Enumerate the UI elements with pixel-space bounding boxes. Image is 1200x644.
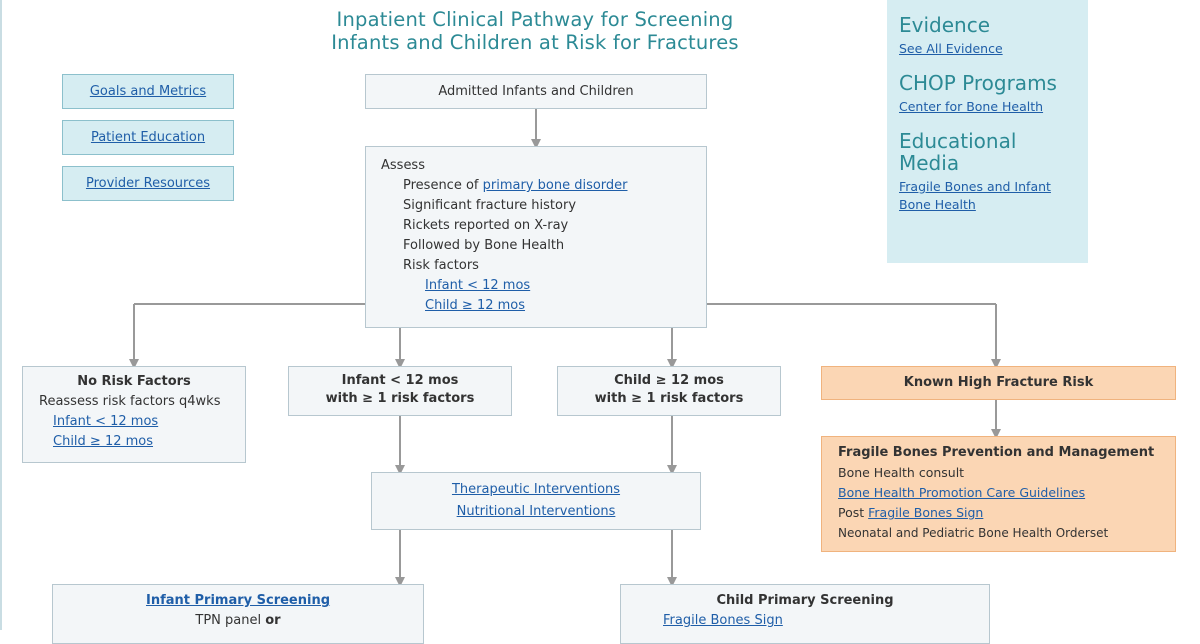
post-sign-line: Post Fragile Bones Sign — [838, 505, 984, 520]
child-risk-node: Child ≥ 12 mos with ≥ 1 risk factors — [557, 366, 781, 416]
assess-item: Rickets reported on X-ray — [403, 218, 569, 233]
child-primary-screening-node: Child Primary Screening Fragile Bones Si… — [620, 584, 990, 644]
therapeutic-interventions-link[interactable]: Therapeutic Interventions — [451, 482, 621, 497]
no-risk-node: No Risk Factors Reassess risk factors q4… — [22, 366, 246, 463]
no-risk-infant-link[interactable]: Infant < 12 mos — [53, 414, 159, 429]
assess-node: Assess Presence of primary bone disorder… — [365, 146, 707, 328]
evidence-heading: Evidence — [899, 13, 991, 37]
chop-programs-heading: CHOP Programs — [899, 71, 1057, 95]
admitted-label: Admitted Infants and Children — [438, 83, 634, 99]
child-fragile-bones-sign-link[interactable]: Fragile Bones Sign — [663, 613, 783, 628]
left-border — [0, 0, 2, 630]
assess-heading: Assess — [381, 158, 425, 173]
center-bone-health-link[interactable]: Center for Bone Health — [899, 99, 1044, 114]
infant-risk-line-1: Infant < 12 mos — [341, 373, 459, 388]
primary-bone-disorder-link[interactable]: primary bone disorder — [482, 178, 628, 193]
nutritional-interventions-link[interactable]: Nutritional Interventions — [456, 504, 616, 519]
provider-resources-link[interactable]: Provider Resources — [85, 176, 211, 191]
tpn-panel-line: TPN panel or — [195, 613, 281, 628]
media-heading-line-2: Media — [899, 151, 960, 175]
title-line-1: Inpatient Clinical Pathway for Screening — [336, 8, 734, 31]
see-all-evidence-link[interactable]: See All Evidence — [899, 41, 1003, 56]
infant-risk-line-2: with ≥ 1 risk factors — [325, 391, 475, 406]
patient-education-link[interactable]: Patient Education — [90, 130, 206, 145]
known-high-risk-node: Known High Fracture Risk — [821, 366, 1176, 400]
assess-item-presence: Presence of primary bone disorder — [403, 178, 628, 193]
care-guidelines-link[interactable]: Bone Health Promotion Care Guidelines — [838, 485, 1086, 500]
bone-health-consult: Bone Health consult — [838, 465, 965, 480]
educational-media-heading: Educational Media — [899, 130, 1076, 174]
fragile-bones-node: Fragile Bones Prevention and Management … — [821, 436, 1176, 552]
goals-metrics-button[interactable]: Goals and Metrics — [62, 74, 234, 109]
orderset-text: Neonatal and Pediatric Bone Health Order… — [838, 526, 1109, 540]
assess-infant-link[interactable]: Infant < 12 mos — [425, 278, 531, 293]
infant-primary-screening-link[interactable]: Infant Primary Screening — [145, 593, 331, 608]
assess-item: Significant fracture history — [403, 198, 577, 213]
assess-item: Followed by Bone Health — [403, 238, 565, 253]
child-primary-screening-title: Child Primary Screening — [716, 593, 894, 608]
interventions-node: Therapeutic Interventions Nutritional In… — [371, 472, 701, 530]
assess-child-link[interactable]: Child ≥ 12 mos — [425, 298, 526, 313]
infant-risk-node: Infant < 12 mos with ≥ 1 risk factors — [288, 366, 512, 416]
provider-resources-button[interactable]: Provider Resources — [62, 166, 234, 201]
child-risk-line-2: with ≥ 1 risk factors — [594, 391, 744, 406]
resources-panel: Evidence See All Evidence CHOP Programs … — [887, 0, 1088, 263]
page-title: Inpatient Clinical Pathway for Screening… — [240, 8, 830, 54]
no-risk-child-link[interactable]: Child ≥ 12 mos — [53, 434, 154, 449]
goals-metrics-link[interactable]: Goals and Metrics — [89, 84, 207, 99]
admitted-node: Admitted Infants and Children — [365, 74, 707, 109]
infant-primary-screening-node: Infant Primary Screening TPN panel or — [52, 584, 424, 644]
patient-education-button[interactable]: Patient Education — [62, 120, 234, 155]
no-risk-title: No Risk Factors — [77, 374, 191, 389]
title-line-2: Infants and Children at Risk for Fractur… — [331, 31, 739, 54]
assess-item: Risk factors — [403, 258, 479, 273]
known-high-risk-label: Known High Fracture Risk — [903, 375, 1094, 390]
media-heading-line-1: Educational — [899, 129, 1017, 153]
no-risk-text: Reassess risk factors q4wks — [39, 394, 221, 409]
child-risk-line-1: Child ≥ 12 mos — [614, 373, 724, 388]
fragile-bones-sign-link[interactable]: Fragile Bones Sign — [868, 505, 984, 520]
fragile-bones-title: Fragile Bones Prevention and Management — [838, 445, 1155, 460]
